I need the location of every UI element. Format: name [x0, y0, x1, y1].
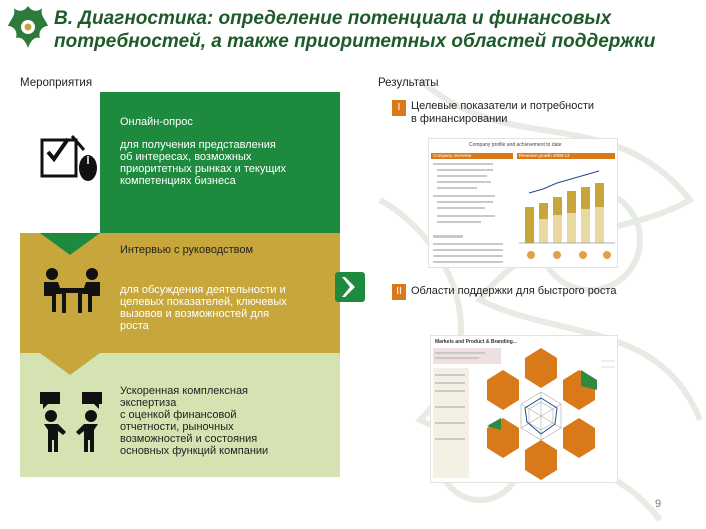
block-connector	[40, 233, 100, 255]
block-connector	[40, 353, 100, 375]
activity-block-survey	[100, 92, 340, 234]
result-line: в финансировании	[411, 112, 508, 125]
result-text-1: Целевые показатели и потребности в финан…	[411, 100, 594, 125]
result-text-2: Области поддержки для быстрого роста	[411, 285, 616, 298]
result-number-2: II	[392, 284, 406, 300]
chevron-right-icon	[342, 277, 355, 297]
body-line: компетенциях бизнеса	[120, 175, 236, 187]
thumbnail-bar-chart	[519, 170, 615, 259]
body-line: вызовов и возможностей для	[120, 308, 270, 320]
body-line: для обсуждения деятельности и	[120, 284, 286, 296]
body-line: отчетности, рыночных	[120, 421, 234, 433]
thumbnail-markets-branding: Markets and Product & Branding...	[430, 335, 618, 483]
body-line: основных функций компании	[120, 445, 269, 457]
thumbnail-text-lines	[433, 163, 503, 263]
thumbnail-left-heading: Company overview	[433, 153, 472, 158]
checklist-icon	[40, 135, 97, 181]
body-line: для получения представления	[120, 139, 276, 151]
body-line: роста	[120, 320, 149, 332]
column-label-activities: Мероприятия	[20, 77, 93, 89]
thumbnail-company-profile: Company profile and achievement to date …	[428, 138, 618, 268]
title-line-2: потребностей, а также приоритетных облас…	[54, 31, 656, 52]
activity-heading-survey: Онлайн-опрос	[120, 116, 193, 128]
body-line: Ускоренная комплексная	[120, 385, 249, 397]
result-number-1: I	[392, 100, 406, 116]
body-line: приоритетных рынках и текущих	[120, 163, 287, 175]
page-number: 9	[655, 498, 662, 510]
thumbnail-radar-chart	[433, 348, 615, 480]
logo-ornament	[8, 6, 48, 48]
activity-heading-interview: Интервью с руководством	[120, 244, 254, 256]
body-line: целевых показателей, ключевых	[120, 296, 287, 308]
title-line-1: B. Диагностика: определение потенциала и…	[54, 8, 612, 29]
thumbnail-title: Markets and Product & Branding...	[435, 339, 517, 345]
result-line: Области поддержки для быстрого роста	[411, 285, 617, 297]
thumbnail-title: Company profile and achievement to date	[469, 142, 562, 148]
body-line: экспертиза	[120, 397, 177, 409]
page-title: B. Диагностика: определение потенциала и…	[54, 7, 694, 53]
body-line: об интересах, возможных	[120, 151, 252, 163]
activity-body-interview: для обсуждения деятельности и целевых по…	[120, 284, 287, 332]
column-label-results: Результаты	[378, 77, 439, 89]
thumbnail-right-heading: Revenue growth 2008-13	[519, 153, 570, 158]
activity-body-survey: для получения представления об интересах…	[120, 139, 286, 187]
discussion-icon	[40, 392, 102, 452]
body-line: с оценкой финансовой	[120, 409, 237, 421]
flow-arrow	[335, 272, 365, 302]
body-line: возможностей и состояния	[120, 433, 258, 445]
activity-body-diligence: Ускоренная комплексная экспертиза с оцен…	[120, 385, 268, 457]
meeting-icon	[44, 268, 100, 313]
result-line: Целевые показатели и потребности	[411, 100, 595, 112]
